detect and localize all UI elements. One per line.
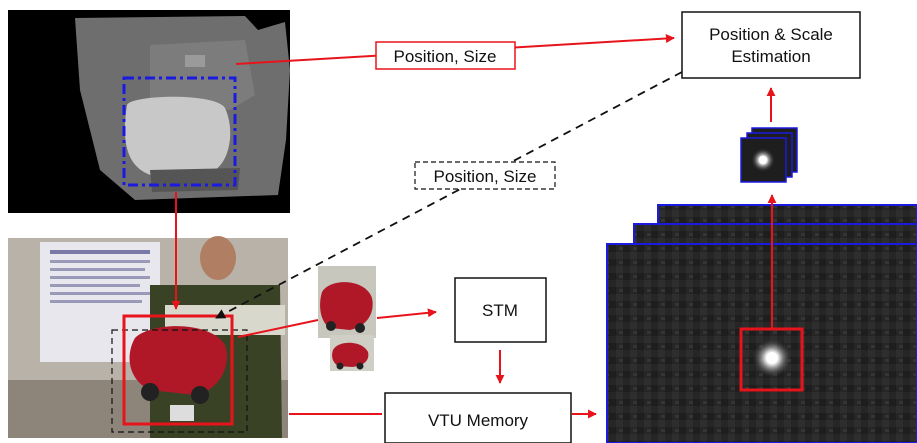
camera-roi-box bbox=[122, 314, 234, 426]
vtu-memory-label: VTU Memory bbox=[428, 411, 529, 430]
position-size-label-box: Position, Size bbox=[375, 41, 516, 70]
car-patch-large bbox=[318, 266, 376, 338]
position-scale-estimation-box: Position & Scale Estimation bbox=[681, 11, 861, 79]
estimation-label-line1: Position & Scale bbox=[709, 25, 833, 44]
position-size-dashed-label: Position, Size bbox=[434, 167, 537, 186]
arrow-patch-to-stm bbox=[376, 308, 437, 319]
vtu-memory-box: VTU Memory bbox=[384, 392, 572, 443]
position-size-dashed-label-box: Position, Size bbox=[414, 161, 556, 190]
arrow-dashed-estimation-to-frame bbox=[215, 71, 683, 319]
estimation-label-line2: Estimation bbox=[731, 47, 810, 66]
position-size-label: Position, Size bbox=[394, 47, 497, 66]
response-map-stack bbox=[606, 204, 917, 443]
depth-map-image bbox=[8, 10, 290, 213]
camera-dashed-roi-box bbox=[111, 329, 248, 433]
depth-roi-box bbox=[122, 76, 237, 187]
arrow-frame-to-patch bbox=[237, 319, 319, 338]
stm-label: STM bbox=[482, 301, 518, 320]
camera-frame-image bbox=[8, 236, 288, 438]
car-patch-small bbox=[330, 335, 374, 371]
stm-box: STM bbox=[454, 277, 547, 343]
response-stack-small bbox=[740, 127, 798, 183]
